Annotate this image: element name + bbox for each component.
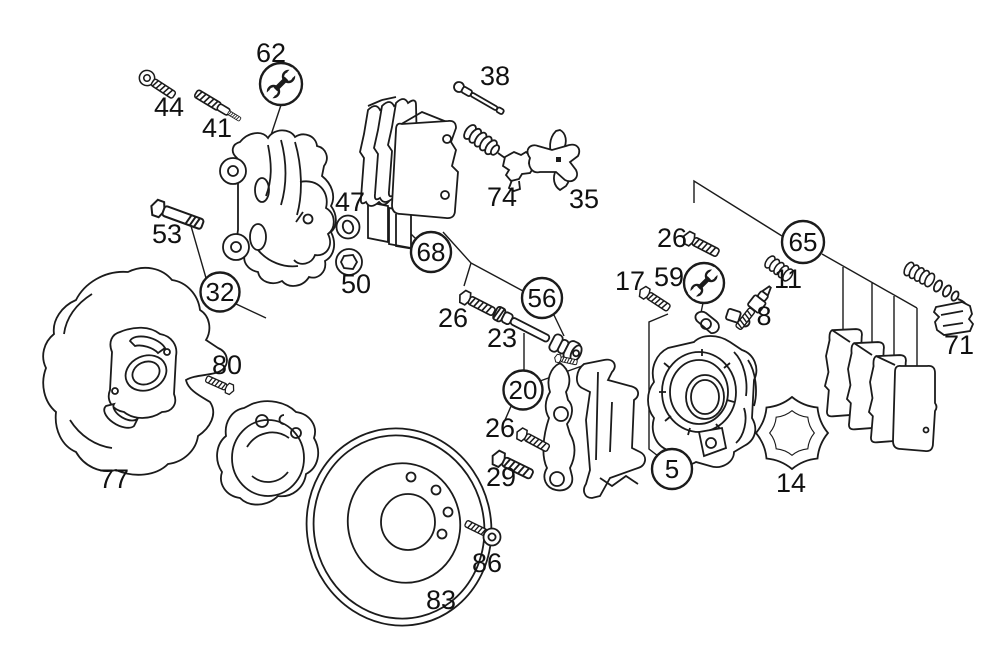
part-label-26-1[interactable]: 26 [438, 303, 468, 333]
callout-68[interactable]: 68 [409, 230, 453, 274]
callout-56[interactable]: 56 [520, 276, 564, 320]
callout-32-label[interactable]: 32 [206, 277, 235, 307]
part-label-47[interactable]: 47 [335, 187, 365, 217]
callout-20[interactable]: 20 [502, 369, 544, 411]
part-5-rear-caliper [647, 308, 758, 468]
part-number-labels: 44 41 62 38 74 35 53 47 50 26 23 26 17 5… [99, 38, 974, 615]
part-8-bleeder-screw [734, 285, 772, 331]
part-label-14[interactable]: 14 [776, 468, 806, 498]
part-23-guide-pin [492, 305, 551, 343]
part-label-59[interactable]: 59 [654, 262, 684, 292]
part-71-wear-sensor [901, 259, 975, 336]
part-65-brake-pad-set [823, 327, 938, 452]
part-label-11[interactable]: 11 [774, 264, 802, 294]
part-label-71[interactable]: 71 [944, 330, 974, 360]
wrench-callout-59[interactable] [682, 261, 726, 305]
part-77-dust-shield [42, 266, 228, 476]
part-50-seal-ring [335, 248, 363, 276]
part-label-38[interactable]: 38 [480, 61, 510, 91]
part-86-bolt [463, 519, 502, 547]
part-label-80[interactable]: 80 [212, 350, 242, 380]
wrench-callout-62[interactable] [258, 61, 304, 107]
part-label-53[interactable]: 53 [152, 219, 182, 249]
callout-20-label[interactable]: 20 [509, 375, 538, 405]
part-label-44[interactable]: 44 [154, 92, 184, 122]
part-label-62[interactable]: 62 [256, 38, 286, 68]
part-53-bolt [150, 198, 205, 230]
part-14-dust-boot [755, 396, 829, 470]
callout-56-label[interactable]: 56 [528, 283, 557, 313]
callout-32[interactable]: 32 [199, 271, 241, 313]
part-label-23[interactable]: 23 [487, 323, 517, 353]
part-47-seal-ring [335, 214, 361, 240]
part-label-74[interactable]: 74 [487, 182, 517, 212]
callout-5-label[interactable]: 5 [665, 454, 679, 484]
part-83-brake-disc [305, 427, 493, 627]
part-label-35[interactable]: 35 [569, 184, 599, 214]
part-label-17[interactable]: 17 [615, 266, 645, 296]
part-74-wear-sensor [460, 122, 536, 192]
part-label-41[interactable]: 41 [202, 113, 232, 143]
part-68-brake-pad-set [359, 96, 459, 250]
part-35-spring-clip [526, 129, 581, 192]
part-41-bolt [192, 88, 242, 122]
part-label-83[interactable]: 83 [426, 585, 456, 615]
part-label-8[interactable]: 8 [756, 301, 771, 331]
callout-65-label[interactable]: 65 [789, 227, 818, 257]
part-label-77[interactable]: 77 [99, 464, 129, 494]
callout-68-label[interactable]: 68 [417, 237, 446, 267]
hub-flange [216, 400, 320, 506]
part-38-pin [453, 81, 505, 115]
callout-5[interactable]: 5 [650, 447, 694, 491]
part-label-29[interactable]: 29 [486, 462, 516, 492]
part-label-50[interactable]: 50 [341, 269, 371, 299]
part-label-26-3[interactable]: 26 [657, 223, 687, 253]
part-label-86[interactable]: 86 [472, 548, 502, 578]
part-label-26-2[interactable]: 26 [485, 413, 515, 443]
guide-sleeve [548, 333, 583, 363]
part-20-caliper-carrier [542, 354, 646, 499]
part-44-screw [138, 69, 177, 100]
part-32-front-caliper [219, 129, 337, 287]
callout-65[interactable]: 65 [780, 219, 826, 265]
